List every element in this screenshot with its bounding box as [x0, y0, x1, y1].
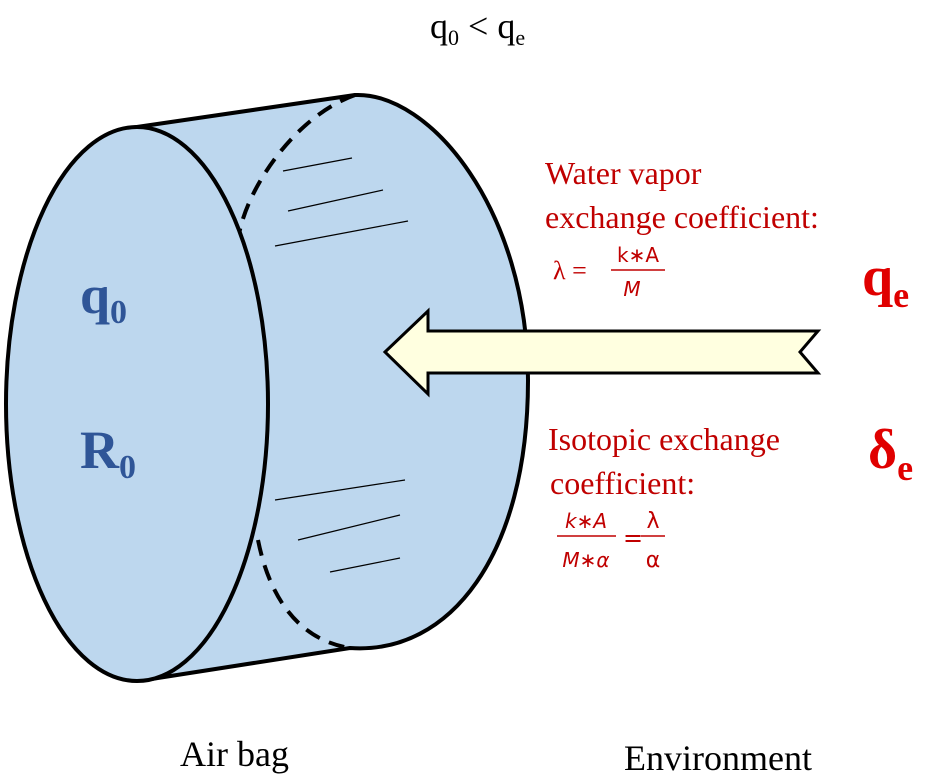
cylinder-hidden-edge-lower — [256, 539, 351, 650]
caption-environment: Environment — [624, 738, 812, 776]
isotopic-rhs-denominator: α — [646, 548, 661, 573]
air-bag-r0-label: R0 — [80, 420, 136, 486]
isotopic-line1: Isotopic exchange — [548, 421, 780, 457]
isotopic-rhs-numerator: λ — [646, 509, 659, 534]
caption-air-bag: Air bag — [180, 734, 289, 774]
isotopic-coefficient-block: Isotopic exchange coefficient: k∗A M∗α =… — [548, 421, 780, 573]
isotopic-numerator: k∗A — [565, 509, 607, 533]
isotopic-line2: coefficient: — [550, 465, 695, 501]
environment-delta-e-label: δe — [868, 419, 913, 488]
water-vapor-line1: Water vapor — [545, 155, 702, 191]
isotopic-denominator: M∗α — [562, 548, 609, 572]
air-bag-q0-label: q0 — [80, 265, 127, 331]
water-vapor-numerator: k∗A — [617, 243, 659, 267]
exchange-arrow — [382, 307, 822, 398]
air-bag-cylinder: q0 R0 — [4, 92, 530, 683]
isotopic-equals: = — [623, 524, 643, 552]
environment-qe-label: qe — [862, 246, 909, 315]
cylinder-hatch-lines — [274, 157, 409, 573]
lambda-prefix: λ = — [553, 256, 587, 285]
water-vapor-line2: exchange coefficient: — [545, 199, 819, 235]
water-vapor-denominator: M — [623, 277, 640, 301]
water-vapor-coefficient-block: Water vapor exchange coefficient: λ = k∗… — [545, 155, 819, 301]
title-inequality: q0 < qe — [430, 6, 525, 50]
cylinder-front-face — [4, 125, 270, 683]
